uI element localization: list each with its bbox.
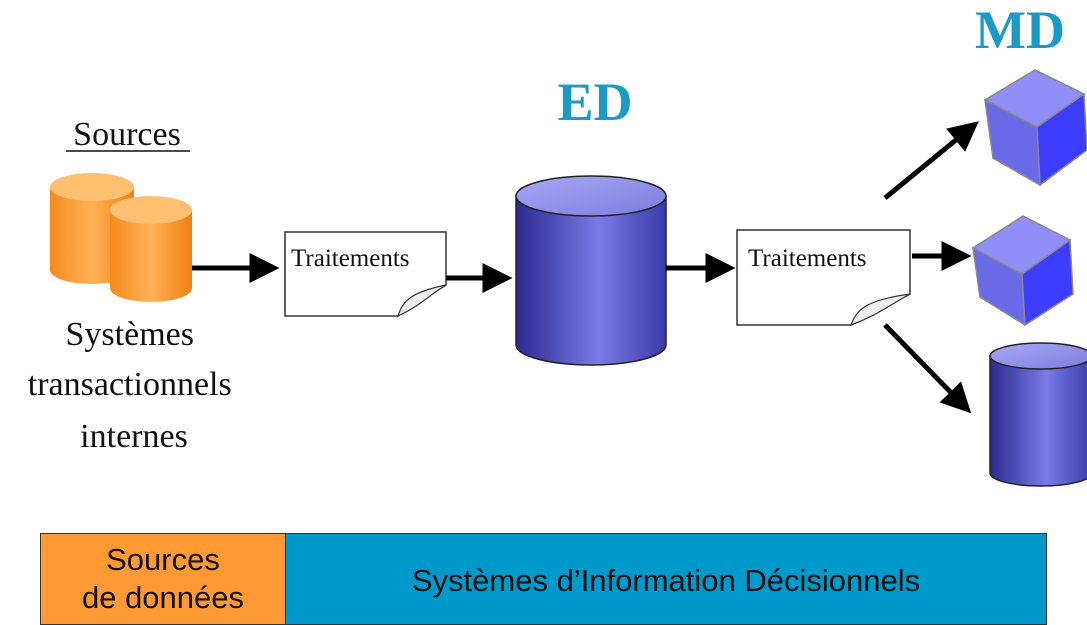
legend-sources-box: Sources de données — [40, 533, 286, 625]
cube-icon — [983, 69, 1087, 187]
arrow-to-mart-3 — [883, 323, 972, 414]
cube-icon — [971, 215, 1074, 327]
legend-sources-line-1: Sources — [106, 542, 220, 577]
sources-title: Sources — [73, 116, 181, 153]
sources-description: Systèmes transactionnels internes — [28, 316, 240, 455]
document-icon — [284, 231, 447, 318]
sources-description-line-1: Systèmes — [66, 316, 194, 353]
arrow-to-mart-1 — [883, 121, 979, 200]
document-icon — [736, 229, 911, 326]
legend-sid-box: Systèmes d’Information Décisionnels — [286, 533, 1047, 625]
database-cylinder-icon — [515, 175, 667, 366]
legend-bar: Sources de données Systèmes d’Informatio… — [40, 533, 1047, 625]
processing-label-2: Traitements — [748, 245, 867, 272]
processing-label-1: Traitements — [291, 245, 410, 272]
marts-heading: MD — [975, 0, 1065, 60]
sources-description-line-3: internes — [80, 418, 188, 455]
warehouse-heading: ED — [557, 72, 632, 132]
legend-sources-line-2: de données — [81, 580, 245, 615]
legend-sid-label: Systèmes d’Information Décisionnels — [411, 563, 921, 598]
database-stack-icon — [50, 173, 192, 302]
database-cylinder-icon — [989, 342, 1087, 487]
sources-description-line-2: transactionnels — [28, 366, 232, 403]
